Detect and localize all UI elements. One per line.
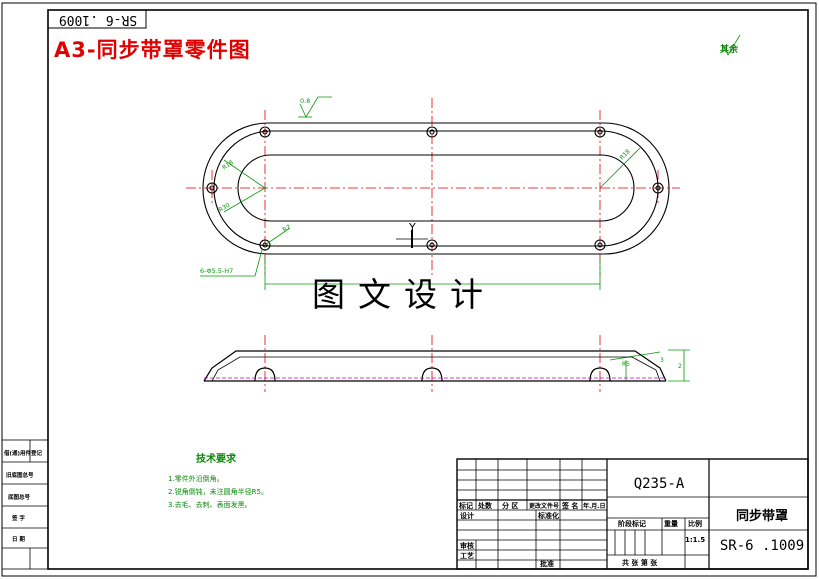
tb-process: 工艺 [460, 551, 474, 560]
tb-design: 设计 [460, 511, 474, 520]
tb-header-4: 签 名 [561, 501, 578, 510]
tb-standard: 标准化 [537, 511, 559, 520]
roughness-note: 其余 [720, 45, 739, 55]
side-h1: 3 [660, 357, 664, 364]
tech-requirements-title: 技术要求 [196, 454, 236, 465]
view-label: Y [408, 221, 416, 234]
dim-r-left: R18 [221, 159, 235, 172]
tb-weight: 重量 [664, 519, 678, 528]
tech-item-2: 2.锐角倒钝，未注圆角半径R5。 [168, 488, 268, 496]
slot-outline [237, 154, 635, 222]
tb-scale-h: 比例 [688, 519, 702, 528]
tb-header-2: 分 区 [502, 501, 518, 510]
tech-item-1: 1.零件外沿倒角。 [168, 475, 224, 483]
second-outline [213, 130, 659, 247]
left-strip [1, 439, 49, 570]
side-view [203, 350, 667, 382]
left-strip-3: 签 字 [11, 514, 25, 522]
left-strip-2: 底图总号 [7, 493, 31, 501]
top-code: SR-6 .1009 [58, 12, 138, 27]
tb-header-5: 年.月.日 [583, 502, 606, 510]
outer-outline [202, 122, 670, 255]
plan-view [202, 122, 670, 255]
material-value: Q235-A [633, 476, 685, 492]
hole-callout: 6-Φ5.5-H7 [200, 267, 233, 275]
drawing-number: SR-6 .1009 [719, 538, 805, 554]
dimension-lines [200, 34, 741, 382]
surface-mark: 0.8 [300, 97, 310, 105]
side-dim: R5 [622, 361, 630, 368]
dim-r-hole: R7 [282, 224, 293, 234]
drawing-title: A3-同步带罩零件图 [54, 38, 251, 62]
tb-approve: 批准 [540, 559, 554, 568]
tb-review: 审核 [460, 541, 474, 550]
tb-stage: 阶段标记 [618, 519, 646, 528]
left-strip-1: 旧底图总号 [6, 471, 34, 479]
tb-sheets: 共 张 第 张 [622, 558, 658, 567]
left-strip-0: 借(通)用件登记 [3, 449, 43, 457]
scale-value: 1:1.5 [685, 536, 706, 544]
mounting-holes [206, 126, 664, 251]
tb-header-0: 标记 [458, 501, 473, 510]
watermark: 图文设计 [312, 275, 496, 314]
top-code-box [47, 9, 147, 29]
tb-header-1: 处数 [477, 501, 493, 510]
left-strip-4: 日 期 [12, 535, 25, 543]
tech-item-3: 3.去毛、去刺、表面发黑。 [168, 501, 252, 509]
side-h2: 2 [678, 363, 682, 370]
part-name: 同步带罩 [735, 509, 788, 524]
dim-r-right: R18 [618, 148, 631, 161]
tb-header-3: 更改文件号 [529, 502, 559, 510]
inner-border [47, 9, 809, 570]
title-block-lines [456, 458, 809, 570]
